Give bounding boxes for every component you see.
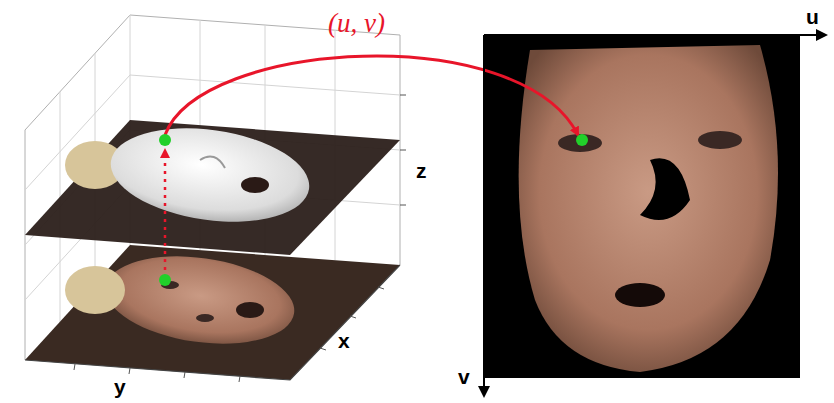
mapping-arrow: [165, 56, 578, 135]
point-label: (u, v): [328, 10, 385, 37]
axis-label: u: [806, 6, 819, 27]
axis-label: v: [458, 366, 470, 387]
mesh-plane: [25, 117, 400, 255]
axis-label: x: [338, 330, 350, 351]
point-marker: [159, 134, 171, 146]
photo-plane: [25, 245, 400, 380]
axis-label: z: [416, 160, 427, 181]
texture-map: [484, 35, 800, 378]
projection-line: [164, 150, 167, 278]
v-axis: [483, 35, 485, 396]
axis-label: y: [114, 376, 126, 397]
point-marker: [159, 274, 171, 286]
point-marker: [576, 134, 588, 146]
u-axis: [484, 34, 826, 36]
